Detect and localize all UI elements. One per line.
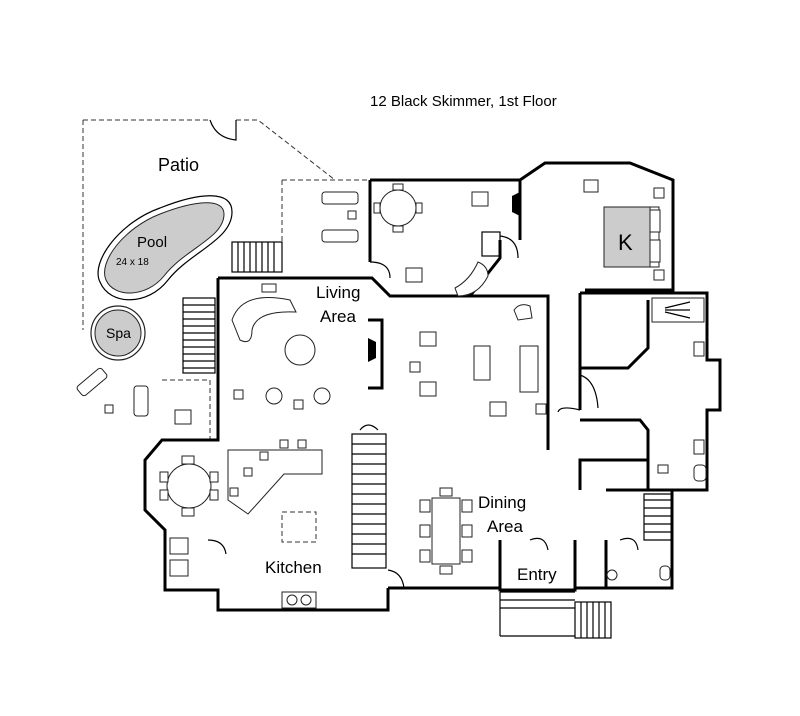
- entry-stairs: [499, 591, 612, 639]
- nook-table: [159, 455, 219, 517]
- family-furniture: [409, 304, 547, 417]
- pool-size-label: 24 x 18: [116, 257, 149, 268]
- doors: [207, 235, 639, 589]
- patio-stairs-top: [231, 241, 283, 273]
- kitchen-label: Kitchen: [265, 558, 322, 577]
- central-stairs: [351, 433, 387, 569]
- patio-label: Patio: [158, 155, 199, 175]
- spa-label: Spa: [106, 325, 131, 341]
- breakfast-table: [373, 183, 501, 297]
- living-area-label-line1: Living: [316, 283, 360, 302]
- powder-room: [606, 493, 673, 581]
- master-bed: [583, 179, 665, 281]
- living-area-label-line2: Area: [320, 307, 356, 326]
- dining-area-label-line1: Dining: [478, 493, 526, 512]
- lounge-chairs: [76, 191, 359, 417]
- bed-size-marker: K: [618, 230, 633, 255]
- bath-fixtures: [651, 297, 707, 482]
- patio-area: [82, 119, 370, 440]
- plan-title: 12 Black Skimmer, 1st Floor: [370, 93, 557, 110]
- patio-stairs-left: [182, 297, 216, 374]
- spa: [90, 305, 146, 361]
- fireplaces: [368, 192, 520, 362]
- living-furniture: [174, 283, 331, 425]
- exterior-walls: [143, 161, 722, 612]
- entry-label: Entry: [517, 565, 557, 584]
- dining-area-label-line2: Area: [487, 517, 523, 536]
- dining-table: [419, 487, 473, 575]
- pool: [97, 195, 233, 301]
- kitchen-furniture: [169, 439, 323, 609]
- pool-label: Pool: [137, 234, 167, 251]
